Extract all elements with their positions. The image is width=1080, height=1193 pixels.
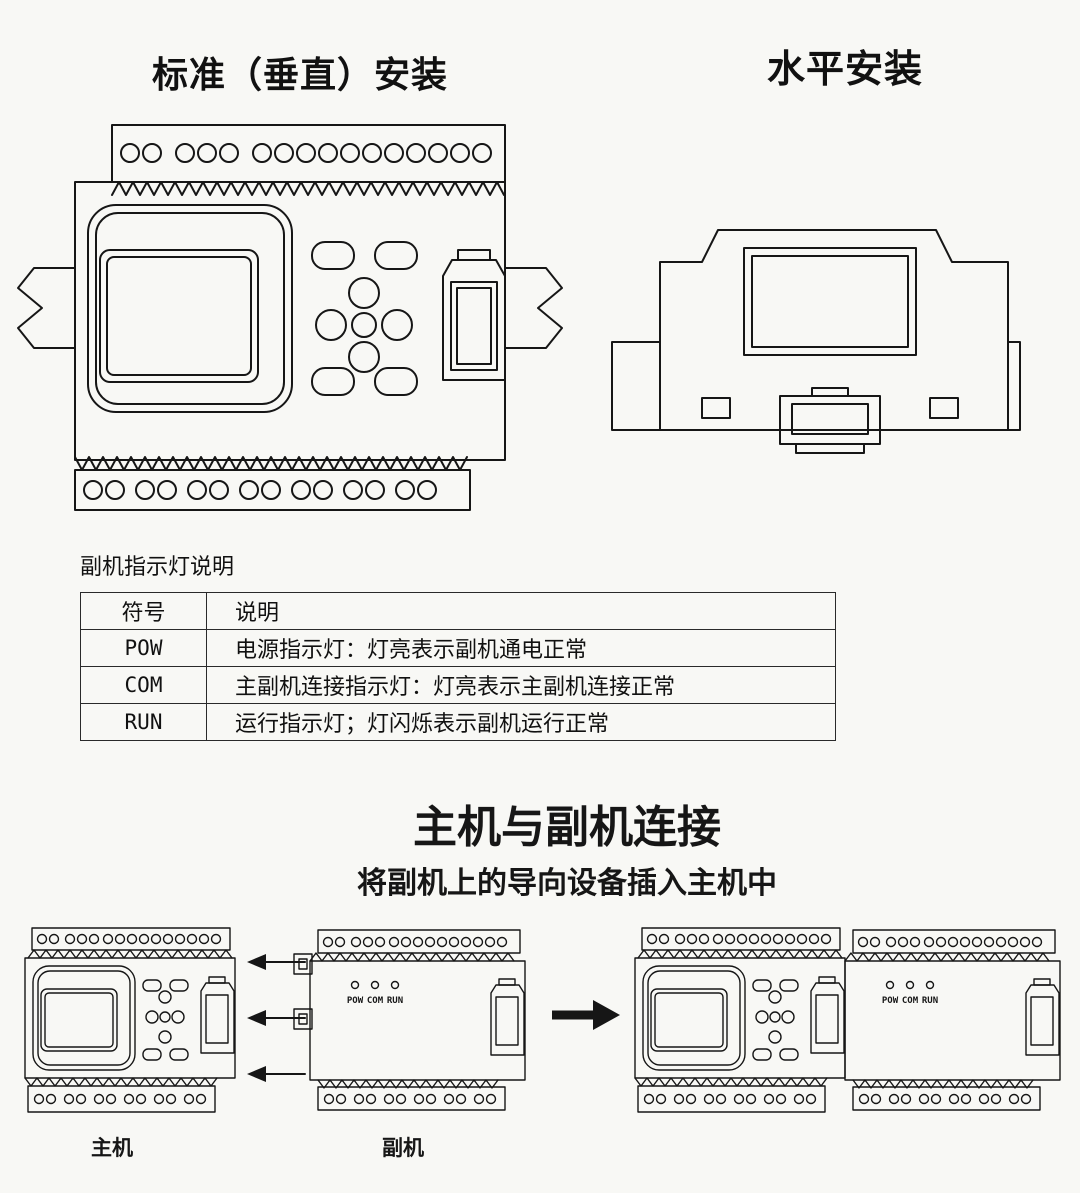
terminal-holes-top: [120, 143, 492, 163]
front-panel-outer: [87, 204, 293, 413]
din-rail-right-icon: [504, 267, 563, 349]
terminal-block-bottom: [74, 469, 471, 511]
header-symbol: 符号: [80, 592, 207, 630]
table-row-run: RUN 运行指示灯；灯闪烁表示副机运行正常: [80, 703, 836, 741]
terminal-holes-bottom: [83, 480, 437, 500]
horizontal-install-title: 水平安装: [766, 49, 923, 91]
slave-device-middle: [309, 929, 526, 1111]
profile-outline: [659, 229, 1009, 431]
symbol-cell: COM: [80, 666, 207, 704]
right-foot: [1007, 341, 1021, 431]
desc-cell: 运行指示灯；灯闪烁表示副机运行正常: [206, 703, 836, 741]
connection-diagram: POW COM RUN: [24, 927, 1061, 1160]
desc-cell: 电源指示灯：灯亮表示副机通电正常: [206, 629, 836, 667]
left-foot: [611, 341, 661, 431]
master-label: 主机: [91, 1136, 133, 1160]
rail-clip: [779, 387, 881, 454]
header-desc: 说明: [206, 592, 836, 630]
vertical-install-diagram: [17, 124, 563, 511]
insert-arrows-icon: [247, 954, 306, 1082]
desc-cell: 主副机连接指示灯：灯亮表示主副机连接正常: [206, 666, 836, 704]
slave-label: 副机: [382, 1136, 424, 1160]
symbol-cell: RUN: [80, 703, 207, 741]
table-row-com: COM 主副机连接指示灯：灯亮表示主副机连接正常: [80, 666, 836, 704]
horizontal-install-diagram: [611, 229, 1021, 454]
screw-slot-right: [929, 397, 959, 419]
screw-slot-left: [701, 397, 731, 419]
lcd-screen-inner: [106, 256, 252, 376]
label-window-outer: [743, 247, 917, 356]
symbol-cell: POW: [80, 629, 207, 667]
lcd-screen-outer: [99, 249, 259, 383]
din-rail-left-icon: [17, 267, 76, 349]
table-header-row: 符号 说明: [80, 592, 836, 630]
vent-zigzag-bottom: [74, 456, 468, 471]
master-device-right: [634, 927, 846, 1113]
vent-zigzag-top: [111, 181, 505, 196]
result-arrow-icon: [552, 1000, 620, 1030]
keypad: [311, 241, 418, 396]
label-window-inner: [751, 255, 909, 348]
guide-plugs: [293, 953, 313, 1030]
indicator-caption: 副机指示灯说明: [80, 554, 235, 579]
connection-subtitle: 将副机上的导向设备插入主机中: [357, 867, 777, 900]
table-row-pow: POW 电源指示灯：灯亮表示副机通电正常: [80, 629, 836, 667]
connection-title: 主机与副机连接: [413, 803, 721, 852]
front-panel-inner: [95, 212, 285, 405]
vertical-install-title: 标准（垂直）安装: [151, 55, 448, 95]
expansion-connector: [442, 249, 506, 381]
indicator-table: 符号 说明 POW 电源指示灯：灯亮表示副机通电正常 COM 主副机连接指示灯：…: [80, 592, 836, 741]
master-device-left: [24, 927, 236, 1113]
slave-device-attached: [844, 929, 1061, 1111]
